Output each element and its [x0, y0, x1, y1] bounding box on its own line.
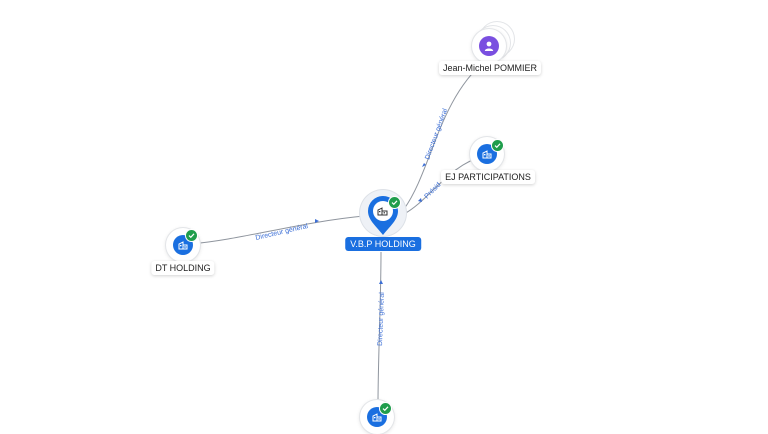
- verified-check-icon: [379, 402, 392, 415]
- edge-label-dt: Directeur général: [255, 223, 309, 242]
- edge-bottom: [377, 251, 382, 405]
- verified-check-icon: [388, 196, 401, 209]
- edge-label-person: Directeur général: [424, 107, 449, 160]
- node-ej-circle[interactable]: [470, 137, 504, 171]
- arrow-ej: [418, 198, 422, 202]
- edge-person: [403, 59, 487, 210]
- node-main-label: V.B.P HOLDING: [345, 237, 421, 251]
- edge-label-ej: Présid: [423, 181, 442, 200]
- node-person-circle[interactable]: [472, 29, 506, 63]
- node-bottom-circle[interactable]: [360, 400, 394, 434]
- edge-label-bottom: Directeur général: [377, 292, 386, 346]
- node-dt-circle[interactable]: [166, 228, 200, 262]
- verified-check-icon: [491, 139, 504, 152]
- edge-ej: [403, 155, 485, 215]
- arrow-bottom: [379, 280, 383, 284]
- edge-dt: [189, 215, 365, 245]
- node-person-label: Jean-Michel POMMIER: [438, 61, 542, 75]
- person-icon: [479, 36, 499, 56]
- arrow-person: [422, 163, 426, 167]
- arrow-dt: [315, 219, 319, 223]
- verified-check-icon: [185, 229, 198, 242]
- node-dt-label: DT HOLDING: [151, 261, 215, 275]
- node-ej-label: EJ PARTICIPATIONS: [441, 170, 535, 184]
